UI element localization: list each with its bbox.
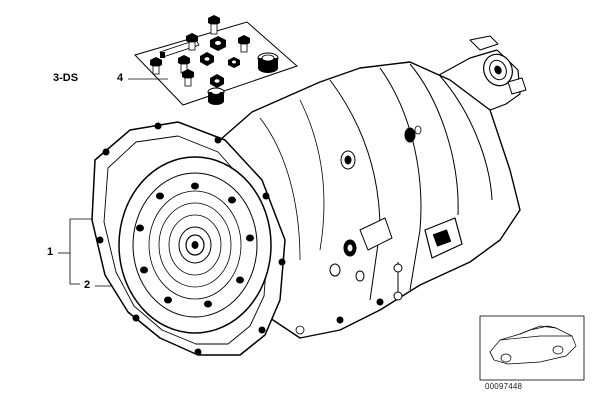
gearbox-case [219,61,521,339]
bolt-part [186,33,198,51]
diagram-code: 00097448 [485,382,523,391]
bolt-part [208,15,220,35]
transmission-assembly[interactable] [91,35,527,356]
callout-2: 2 [84,279,91,291]
callout-3ds: 3-DS [53,72,79,84]
nut-part [210,36,226,51]
seal-part [207,87,225,105]
car-icon [489,325,577,365]
nut-part [210,74,224,88]
bolt-part [178,55,190,74]
torque-converter [118,156,272,334]
parts-kit-card[interactable] [134,15,298,106]
callout-4: 4 [117,72,124,84]
car-thumbnail [479,315,585,381]
bolt-part [150,57,162,75]
bolt-part [238,35,250,53]
nut-part [200,52,214,66]
nut-part [228,57,240,68]
seal-part [257,52,279,73]
callout-1: 1 [47,246,54,258]
bolt-part [182,69,194,87]
